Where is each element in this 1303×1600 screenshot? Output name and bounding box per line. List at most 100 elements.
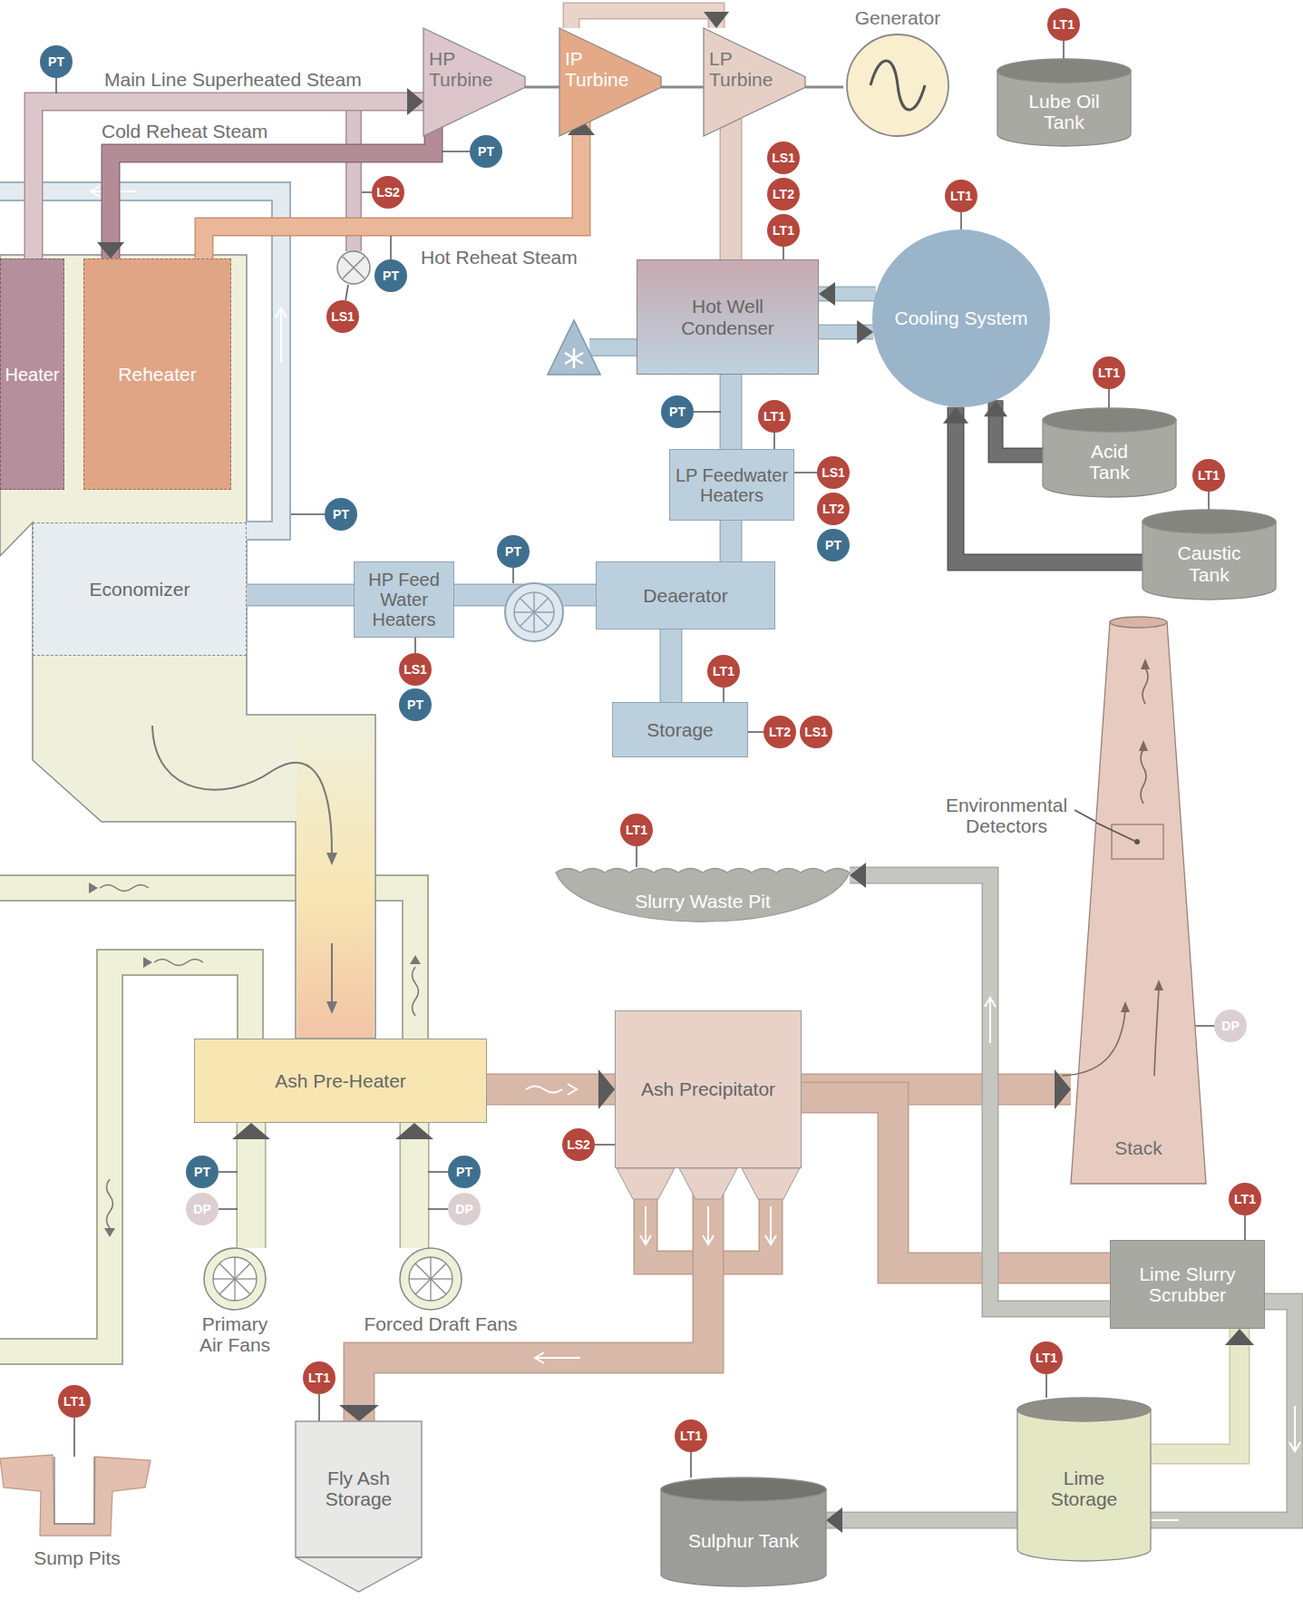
node-label: HP Feed Water Heaters bbox=[358, 569, 450, 630]
drawing-part bbox=[295, 1420, 422, 1557]
arrow-head bbox=[826, 1507, 843, 1533]
pipe-label: Hot Reheat Steam bbox=[418, 246, 581, 268]
equipment-node: Cooling System bbox=[872, 229, 1051, 408]
node-label: Economizer bbox=[89, 578, 191, 600]
instrument-tag: DP bbox=[185, 1192, 219, 1226]
instrument-tag: PT bbox=[39, 45, 73, 78]
drawing-part bbox=[154, 959, 204, 966]
equipment-node: Fly Ash Storage bbox=[295, 1420, 422, 1592]
drawing-part bbox=[1017, 1409, 1151, 1561]
equipment-node: Hot Well Condenser bbox=[636, 259, 819, 375]
pipe-connector bbox=[730, 520, 732, 562]
pipe-connector bbox=[661, 87, 704, 88]
pipe-connector bbox=[730, 374, 732, 449]
instrument-tag: DP bbox=[1214, 1009, 1247, 1042]
drawing-part bbox=[703, 28, 806, 137]
drawing-part bbox=[661, 1477, 827, 1501]
drawing-part bbox=[326, 1001, 338, 1014]
leader-line bbox=[1108, 388, 1110, 410]
leader-line bbox=[722, 687, 725, 702]
instrument-tag: LT1 bbox=[1192, 458, 1226, 492]
drawing-part bbox=[514, 592, 555, 633]
node-label: Deaerator bbox=[642, 584, 728, 606]
instrument-tag: LT1 bbox=[767, 213, 800, 247]
leader-line bbox=[55, 77, 58, 94]
pipe-body bbox=[661, 629, 681, 702]
instrument-tag: PT bbox=[374, 259, 408, 292]
instrument-tag: LS1 bbox=[767, 141, 800, 175]
node-label: Forced Draft Fans bbox=[363, 1312, 517, 1334]
drawing-part bbox=[234, 1278, 251, 1294]
pipe-outline bbox=[719, 118, 743, 260]
instrument-tag: LS1 bbox=[326, 300, 360, 333]
pipe-connector bbox=[246, 594, 354, 596]
drawing-part bbox=[275, 308, 287, 363]
instrument-tag: LT1 bbox=[620, 813, 653, 846]
node-label: Generator bbox=[855, 7, 942, 29]
equipment-node: Ash Precipitator bbox=[614, 1010, 802, 1168]
vacuum-pump bbox=[547, 320, 601, 375]
pipe-connector bbox=[486, 1069, 615, 1109]
drawing-part bbox=[589, 340, 637, 356]
pipe-connector bbox=[849, 862, 1110, 1309]
arrow-head bbox=[395, 1122, 434, 1139]
flue-duct bbox=[297, 715, 375, 1038]
drawing-part bbox=[525, 1083, 577, 1095]
node-label: Cooling System bbox=[894, 307, 1028, 329]
equipment-node: LP Feedwater Heaters bbox=[669, 448, 795, 521]
pipe-body bbox=[849, 875, 1110, 1309]
node-label: Lime Storage bbox=[1039, 1467, 1130, 1509]
leader-line bbox=[960, 212, 963, 230]
node-label: Lube Oil Tank bbox=[1019, 90, 1110, 133]
drawing-part bbox=[514, 592, 555, 633]
equipment-node: HP Feed Water Heaters bbox=[353, 561, 455, 638]
drawing-part bbox=[213, 1277, 235, 1279]
bypass-valve bbox=[337, 251, 370, 284]
pipe-connector bbox=[983, 399, 1043, 456]
equipment-node: Deaerator bbox=[595, 561, 776, 630]
node-label: Caustic Tank bbox=[1168, 542, 1251, 584]
equipment-node: HP Turbine bbox=[423, 28, 526, 119]
node-label: LP Turbine bbox=[709, 48, 786, 90]
drawing-part bbox=[984, 997, 996, 1043]
node-label: Acid Tank bbox=[1078, 440, 1142, 483]
pipe-connector bbox=[97, 118, 434, 259]
instrument-tag: LT1 bbox=[58, 1384, 91, 1418]
drawing-part bbox=[430, 1278, 447, 1294]
drawing-part bbox=[106, 1178, 114, 1228]
leader-line bbox=[389, 235, 392, 260]
drawing-part bbox=[616, 1167, 675, 1199]
pipe-connector bbox=[801, 1097, 1110, 1268]
instrument-tag: LT1 bbox=[758, 399, 791, 433]
pipe-connector bbox=[805, 87, 844, 88]
equipment-node: Reheater bbox=[83, 258, 232, 490]
pipe-outline bbox=[660, 629, 683, 702]
drawing-part bbox=[412, 966, 419, 1016]
node-label: Ash Precipitator bbox=[641, 1078, 776, 1099]
drawing-part bbox=[399, 1247, 462, 1310]
arrow-head bbox=[849, 862, 866, 888]
leader-line bbox=[427, 1207, 448, 1210]
pipe-outline bbox=[399, 1122, 430, 1248]
instrument-tag: LS2 bbox=[371, 175, 405, 209]
pipe-body bbox=[571, 10, 717, 29]
pipe-body bbox=[237, 1122, 265, 1248]
instrument-tag: LT1 bbox=[1228, 1182, 1262, 1216]
feed-pump bbox=[505, 583, 564, 642]
pipe-connector bbox=[818, 281, 876, 306]
drawing-part bbox=[741, 1167, 800, 1199]
leader-line bbox=[1207, 491, 1210, 512]
drawing-part bbox=[430, 1263, 447, 1279]
node-label: Reheater bbox=[117, 363, 196, 385]
arrow-head bbox=[407, 87, 424, 116]
pipe-connector bbox=[1150, 1328, 1255, 1454]
leader-line bbox=[1195, 1024, 1215, 1027]
instrument-tag: LT2 bbox=[763, 715, 797, 749]
equipment-node: Economizer bbox=[32, 522, 247, 656]
instrument-tag: LT1 bbox=[1030, 1341, 1063, 1374]
drawing-part bbox=[233, 1256, 235, 1279]
leader-line bbox=[318, 1393, 321, 1421]
pipe-body bbox=[486, 1074, 615, 1104]
leader-line bbox=[794, 471, 817, 474]
pipe-outline bbox=[719, 520, 743, 562]
